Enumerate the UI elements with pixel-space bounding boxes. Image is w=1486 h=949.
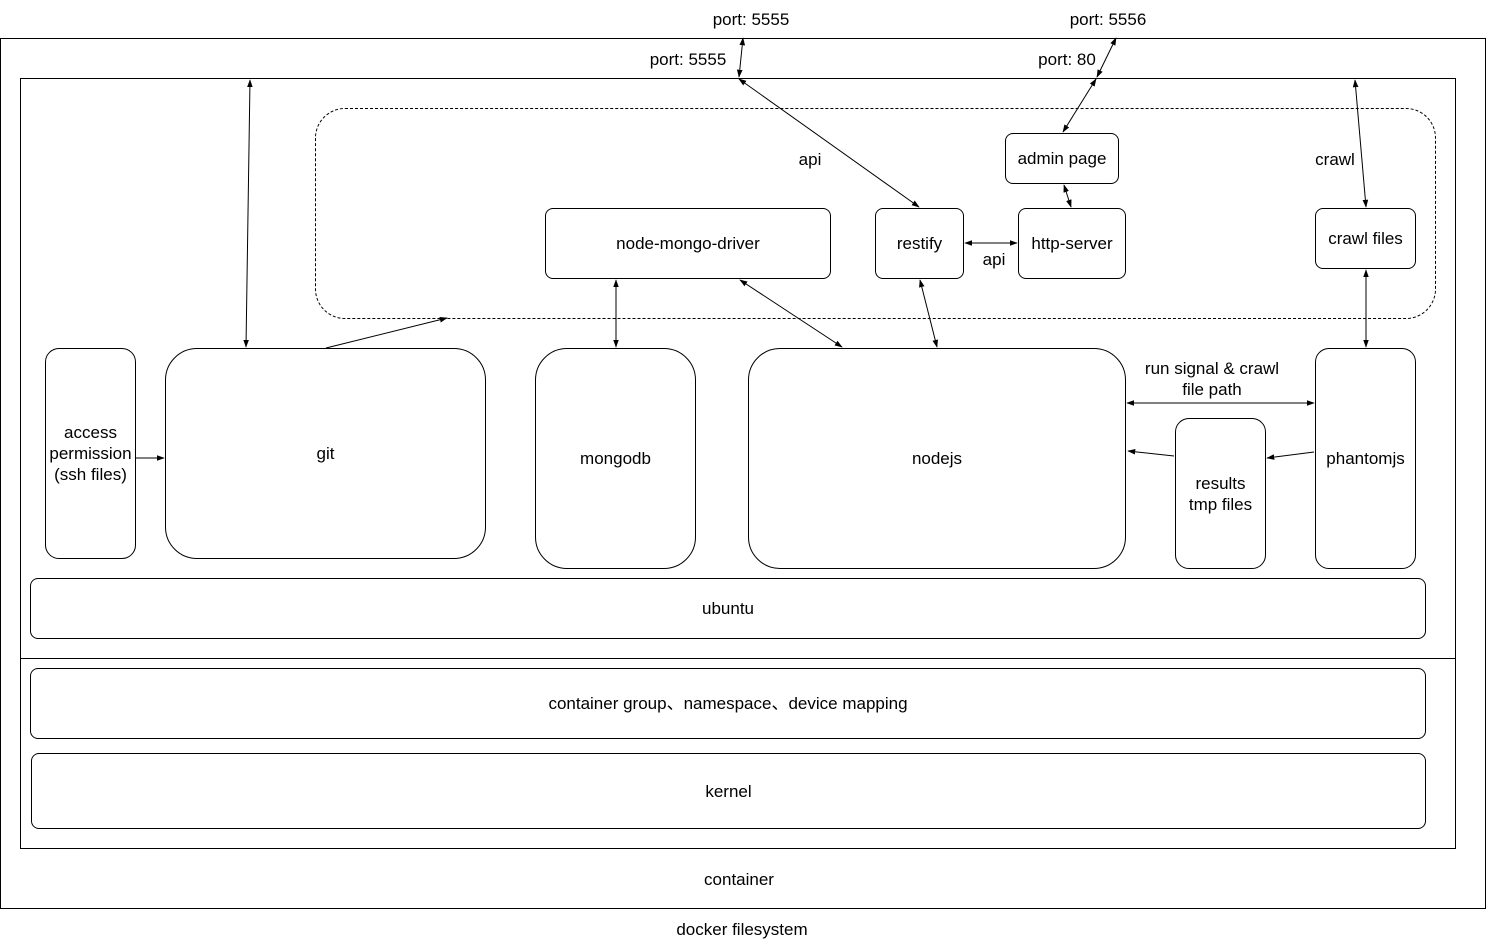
container-label: container	[704, 870, 774, 889]
kernel-layer: kernel	[31, 753, 1426, 829]
nodejs-box: nodejs	[748, 348, 1126, 569]
port-5555-outer-label: port: 5555	[712, 10, 790, 29]
restify-box: restify	[875, 208, 964, 279]
access-permission-box: access permission (ssh files)	[45, 348, 136, 559]
node-mongo-driver-box: node-mongo-driver	[545, 208, 831, 279]
crawl-label: crawl	[1315, 150, 1355, 169]
phantomjs-box: phantomjs	[1315, 348, 1416, 569]
ubuntu-layer: ubuntu	[30, 578, 1426, 639]
port-80-inner-label: port: 80	[1038, 50, 1096, 69]
admin-page-box: admin page	[1005, 133, 1119, 184]
mongodb-box: mongodb	[535, 348, 696, 569]
container-group-layer: container group、namespace、device mapping	[30, 668, 1426, 739]
http-server-box: http-server	[1018, 208, 1126, 279]
layer-divider	[20, 658, 1456, 659]
docker-filesystem-label: docker filesystem	[676, 920, 808, 939]
api-top-label: api	[798, 150, 822, 169]
run-signal-label: run signal & crawl file path	[1144, 359, 1280, 399]
crawl-files-box: crawl files	[1315, 208, 1416, 269]
container-frame	[20, 78, 1456, 849]
api-between-label: api	[982, 250, 1006, 269]
port-5556-outer-label: port: 5556	[1069, 10, 1147, 29]
results-tmp-files-box: results tmp files	[1175, 418, 1266, 569]
port-5555-inner-label: port: 5555	[649, 50, 727, 69]
git-box: git	[165, 348, 486, 559]
